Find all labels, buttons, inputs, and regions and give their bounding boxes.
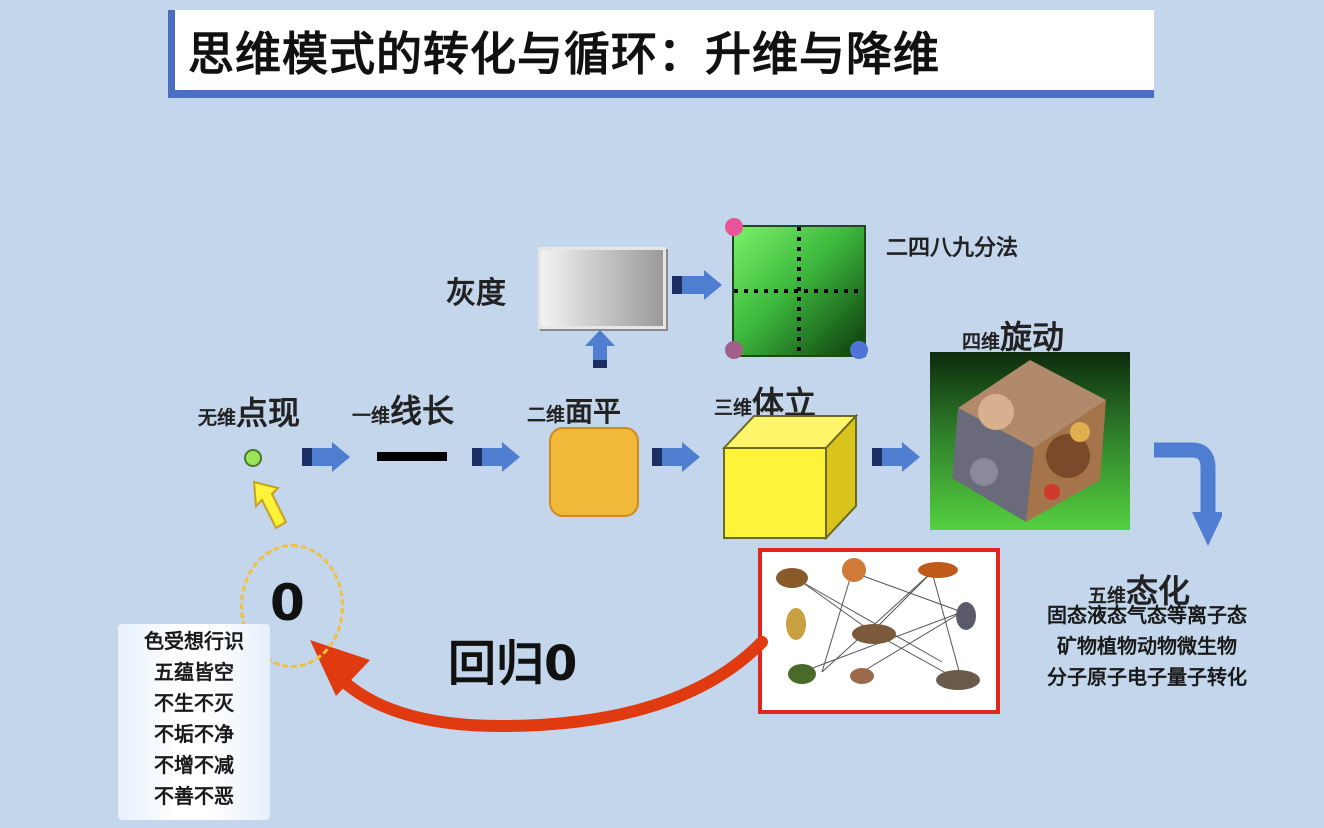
food-web-image	[758, 548, 1000, 714]
stage-label-4: 四维旋动	[962, 318, 1065, 356]
stage-label-5: 五维态化	[1088, 572, 1191, 610]
side-line: 不善不恶	[154, 784, 234, 808]
stage-label-2: 二维面平	[527, 395, 622, 428]
corner-dot-pink	[725, 218, 743, 236]
return-label: 回归0	[448, 636, 578, 692]
rotating-cube-image	[930, 352, 1130, 530]
page-title: 思维模式的转化与循环：升维与降维	[188, 27, 940, 81]
stage-label-1: 一维线长	[352, 392, 455, 430]
side-text-panel	[118, 624, 270, 820]
food-web-icon	[776, 558, 980, 690]
side-line: 五蕴皆空	[154, 660, 234, 684]
zero-dashed-circle	[240, 544, 344, 668]
title-banner	[168, 10, 1154, 98]
five-dim-line: 固态液态气态等离子态	[1047, 603, 1247, 627]
arrow-up-yellow-icon	[252, 480, 288, 530]
zero-label: 0	[270, 574, 305, 632]
corner-dot-mauve	[725, 341, 743, 359]
green-label: 二四八九分法	[886, 236, 1019, 261]
line-segment	[377, 452, 447, 461]
dotted-cross-icon	[734, 227, 864, 355]
side-line: 不生不灭	[154, 691, 234, 715]
five-dim-description: 固态液态气态等离子态 矿物植物动物微生物 分子原子电子量子转化	[1010, 600, 1284, 693]
green-quadrant-square	[732, 225, 866, 357]
arrow-right-icon	[652, 442, 700, 472]
yellow-cube	[722, 414, 858, 540]
arrow-bend-down-icon	[1154, 442, 1222, 546]
gray-label: 灰度	[446, 276, 506, 311]
point-dot	[244, 449, 262, 467]
arrow-right-icon	[872, 442, 920, 472]
five-dim-line: 分子原子电子量子转化	[1047, 665, 1247, 689]
stage-label-0: 无维点现	[198, 394, 301, 432]
side-text: 色受想行识 五蕴皆空 不生不灭 不垢不净 不增不减 不善不恶	[118, 626, 270, 812]
side-line: 色受想行识	[144, 629, 244, 653]
arrow-right-icon	[472, 442, 520, 472]
arrow-right-icon	[302, 442, 350, 472]
plane-square	[549, 427, 639, 517]
photo-cube-icon	[952, 360, 1106, 522]
five-dim-line: 矿物植物动物微生物	[1057, 634, 1237, 658]
corner-dot-blue	[850, 341, 868, 359]
side-line: 不垢不净	[154, 722, 234, 746]
side-line: 不增不减	[154, 753, 234, 777]
arrow-up-icon	[585, 330, 615, 368]
gray-gradient-rect	[538, 247, 666, 329]
arrow-right-icon	[672, 270, 722, 300]
return-curve-arrow-icon	[310, 636, 768, 733]
